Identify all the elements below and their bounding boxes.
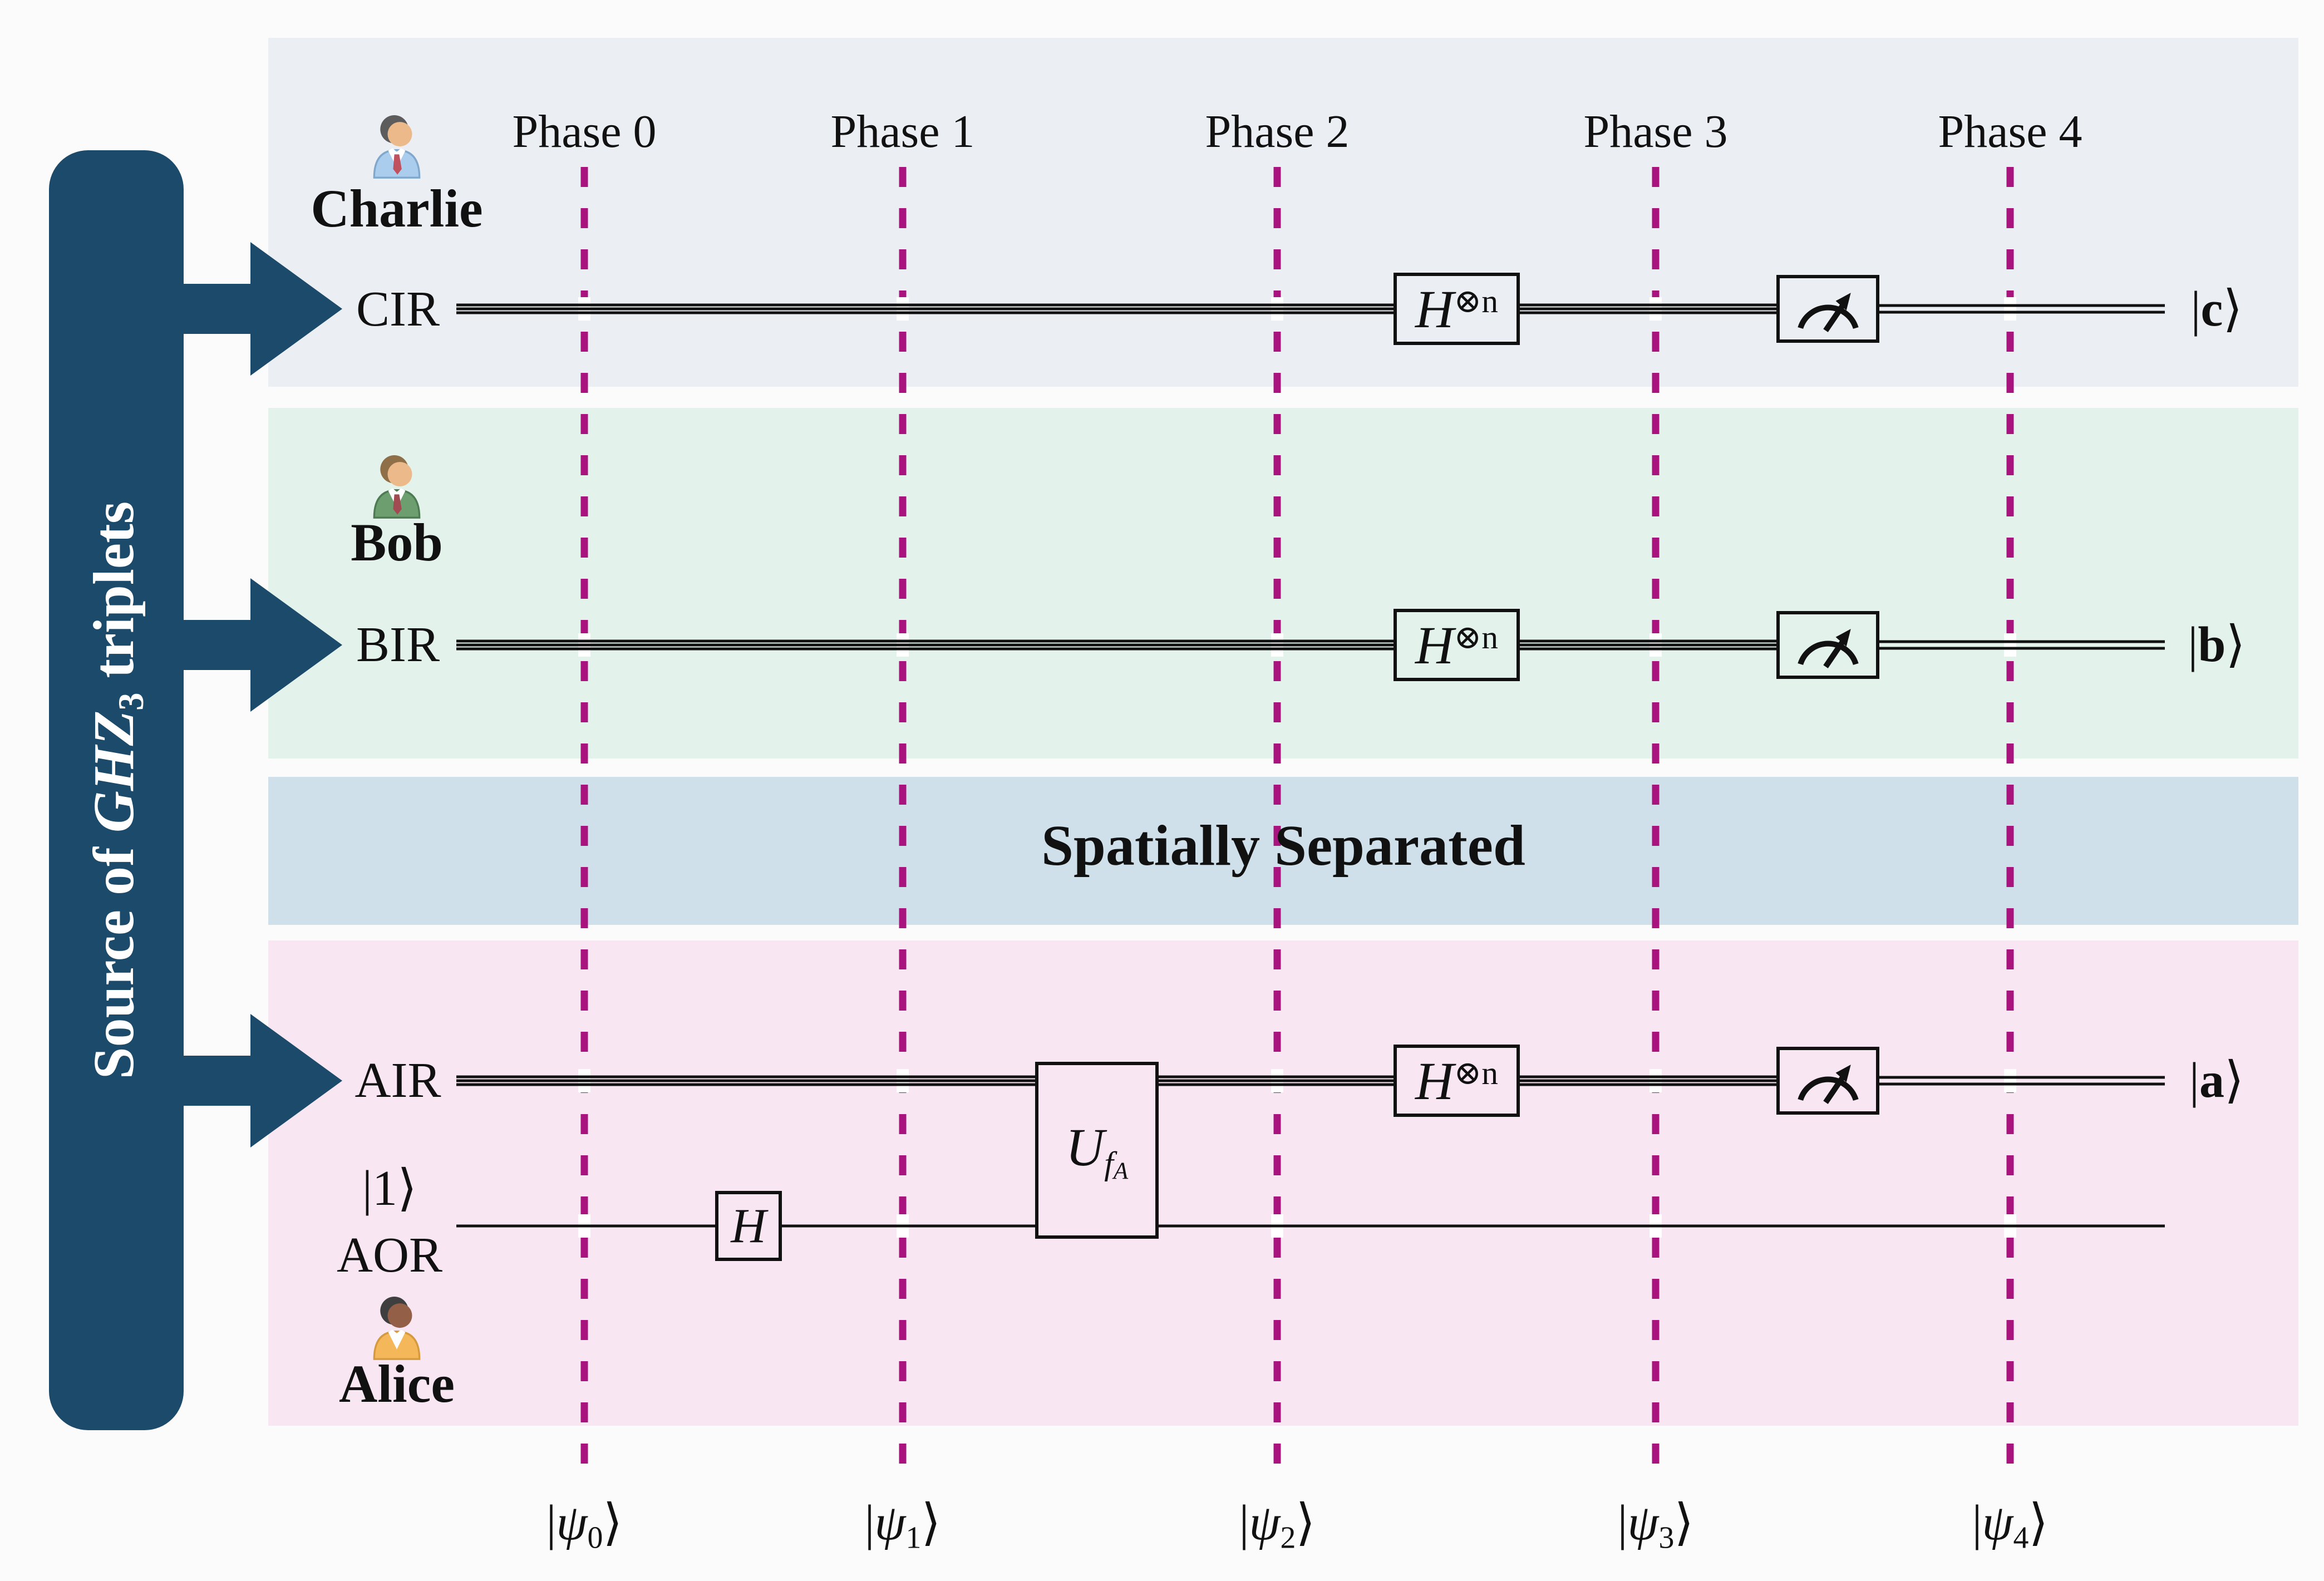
meter-icon xyxy=(1797,292,1859,332)
state-label-psi3: |ψ3⟩ xyxy=(1617,1495,1694,1555)
wire-cir xyxy=(456,303,2165,314)
bir-register-label: BIR xyxy=(356,617,440,672)
state-label-psi4: |ψ4⟩ xyxy=(1972,1495,2049,1555)
hadamard-gate-aor: H xyxy=(715,1191,782,1261)
bob-name: Bob xyxy=(351,513,443,572)
wire-bir xyxy=(456,639,2165,651)
hadamard-n-gate-air: H⊗n xyxy=(1394,1045,1520,1117)
hadamard-n-gate-bir: H⊗n xyxy=(1394,609,1520,681)
spatially-separated-label: Spatially Separated xyxy=(1041,814,1525,878)
hadamard-n-gate-cir: H⊗n xyxy=(1394,273,1520,345)
alice-avatar-icon xyxy=(373,1297,421,1360)
source-arrow-bir xyxy=(178,578,342,712)
spatially-separated-band xyxy=(268,777,2298,925)
source-arrow-air xyxy=(178,1014,342,1147)
oracle-ufa-gate: UfA xyxy=(1035,1062,1159,1239)
wire-air xyxy=(456,1075,2165,1086)
bob-avatar-icon xyxy=(373,455,421,519)
cir-register-label: CIR xyxy=(356,282,440,337)
charlie-name: Charlie xyxy=(311,179,483,238)
measurement-gate-air xyxy=(1776,1047,1879,1115)
measurement-gate-cir xyxy=(1776,275,1879,343)
output-ket-a: |a⟩ xyxy=(2189,1053,2244,1108)
output-ket-b: |b⟩ xyxy=(2188,617,2246,672)
meter-icon xyxy=(1797,628,1859,668)
output-ket-c: |c⟩ xyxy=(2190,282,2243,337)
phase-label-1: Phase 1 xyxy=(830,106,975,157)
source-arrow-cir xyxy=(178,242,342,376)
alice-name: Alice xyxy=(339,1354,455,1413)
charlie-avatar-icon xyxy=(373,115,421,179)
measurement-gate-bir xyxy=(1776,611,1879,679)
aor-register-label: AOR xyxy=(336,1228,443,1283)
state-label-psi1: |ψ1⟩ xyxy=(864,1495,941,1555)
phase-label-2: Phase 2 xyxy=(1205,106,1350,157)
state-label-psi0: |ψ0⟩ xyxy=(546,1495,623,1555)
aor-input-ket: |1⟩ xyxy=(362,1161,417,1216)
phase-label-4: Phase 4 xyxy=(1938,106,2082,157)
meter-icon xyxy=(1797,1064,1859,1104)
bob-band xyxy=(268,408,2298,759)
phase-label-0: Phase 0 xyxy=(512,106,657,157)
ghz-source-box xyxy=(49,150,184,1430)
state-label-psi2: |ψ2⟩ xyxy=(1239,1495,1316,1555)
air-register-label: AIR xyxy=(354,1053,441,1108)
alice-band xyxy=(268,940,2298,1426)
charlie-band xyxy=(268,38,2298,387)
phase-label-3: Phase 3 xyxy=(1583,106,1728,157)
